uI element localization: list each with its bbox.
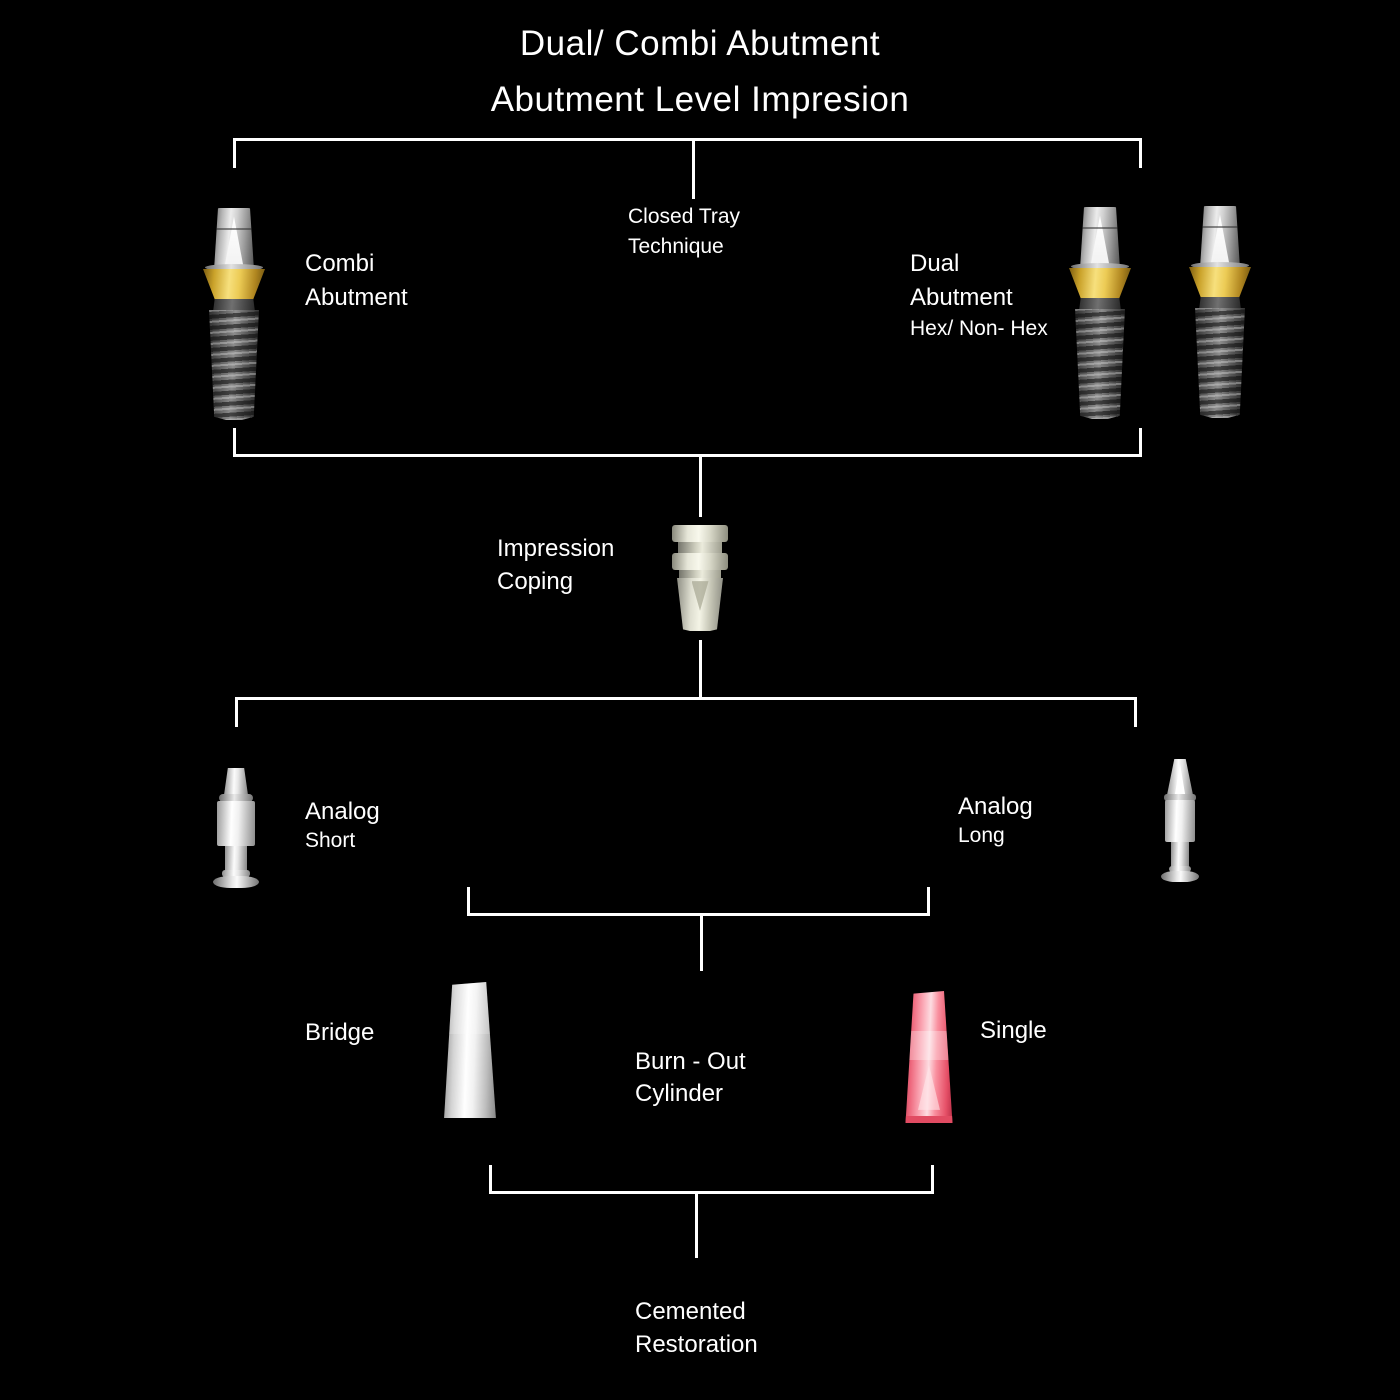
bridge-burn-out-cylinder-icon bbox=[444, 982, 496, 1118]
connector-cylinder-bracket-horizontal bbox=[467, 913, 930, 916]
connector-mid-bracket-horizontal bbox=[233, 454, 1142, 457]
analog-cap bbox=[224, 768, 248, 795]
connector-cylinder-bracket-center-drop bbox=[700, 916, 703, 971]
analog-long-label-line2: Long bbox=[958, 824, 1005, 847]
single-burn-out-cylinder-icon bbox=[905, 991, 953, 1123]
connector-bottom-bracket-center-drop bbox=[695, 1194, 698, 1258]
coping-groove bbox=[679, 570, 721, 578]
burn-out-cylinder-label: Burn - Out Cylinder bbox=[635, 1046, 746, 1110]
connector-top-bracket-center-drop bbox=[692, 141, 695, 199]
analog-base-flange bbox=[1161, 871, 1199, 882]
connector-mid-bracket-right-stub bbox=[1139, 428, 1142, 457]
closed-tray-label-line2: Technique bbox=[628, 235, 724, 258]
impression-coping-label: Impression Coping bbox=[497, 532, 614, 598]
dual-abutment-label-line3: Hex/ Non- Hex bbox=[910, 317, 1048, 340]
analog-base-flange bbox=[213, 876, 259, 888]
cylinder-highlight-band bbox=[905, 1030, 953, 1060]
implant-cone bbox=[214, 208, 254, 270]
analog-long-icon bbox=[1161, 759, 1199, 891]
coping-second-flange bbox=[672, 553, 728, 570]
combi-abutment-implant-icon bbox=[203, 208, 265, 420]
analog-body bbox=[217, 801, 255, 846]
analog-collar bbox=[1169, 866, 1191, 872]
analog-cone bbox=[1167, 759, 1193, 795]
cemented-restoration-label-line1: Cemented bbox=[635, 1298, 746, 1325]
implant-cone bbox=[1200, 206, 1240, 268]
connector-analog-bracket-right-stub bbox=[1134, 697, 1137, 727]
cemented-restoration-label: Cemented Restoration bbox=[635, 1295, 758, 1361]
connector-coping-drop bbox=[699, 640, 702, 698]
connector-analog-bracket-left-stub bbox=[235, 697, 238, 727]
connector-bottom-bracket-left-stub bbox=[489, 1165, 492, 1194]
analog-stem bbox=[1171, 842, 1189, 868]
connector-top-bracket-left-stub bbox=[233, 138, 236, 168]
page-title-line-2: Abutment Level Impresion bbox=[490, 80, 910, 119]
implant-threaded-body bbox=[1075, 309, 1125, 419]
connector-top-bracket-right-stub bbox=[1139, 138, 1142, 168]
analog-short-label-line1: Analog bbox=[305, 798, 380, 825]
combi-abutment-label: Combi Abutment bbox=[305, 247, 408, 315]
impression-coping-label-line1: Impression bbox=[497, 535, 615, 562]
analog-ring bbox=[1164, 794, 1196, 801]
analog-long-label: Analog Long bbox=[958, 791, 1033, 850]
implant-gold-collar bbox=[1069, 268, 1131, 300]
burn-out-cylinder-label-line1: Burn - Out bbox=[635, 1048, 746, 1075]
closed-tray-label-line1: Closed Tray bbox=[628, 205, 741, 228]
implant-neck bbox=[1199, 297, 1241, 310]
cylinder-triangle-detail bbox=[918, 1064, 940, 1110]
implant-threaded-body bbox=[1195, 308, 1245, 418]
impression-coping-label-line2: Coping bbox=[497, 568, 574, 595]
implant-rim bbox=[1191, 262, 1249, 269]
connector-mid-bracket-left-stub bbox=[233, 428, 236, 457]
implant-gold-collar bbox=[1189, 267, 1251, 299]
implant-gold-collar bbox=[203, 269, 265, 301]
single-label: Single bbox=[980, 1014, 1047, 1047]
coping-groove bbox=[678, 542, 722, 553]
page-title-line-1: Dual/ Combi Abutment bbox=[519, 24, 881, 63]
connector-top-bracket-horizontal bbox=[233, 138, 1142, 141]
dual-abutment-label-line1: Dual bbox=[910, 250, 960, 277]
connector-cylinder-bracket-right-stub bbox=[927, 887, 930, 916]
connector-analog-bracket-horizontal bbox=[235, 697, 1137, 700]
analog-long-label-line1: Analog bbox=[958, 793, 1033, 820]
bridge-label-text: Bridge bbox=[305, 1019, 375, 1046]
connector-mid-bracket-center-drop bbox=[699, 457, 702, 517]
analog-stem bbox=[225, 846, 247, 871]
connector-bottom-bracket-horizontal bbox=[489, 1191, 934, 1194]
coping-tapered-body bbox=[677, 578, 723, 631]
dual-abutment-implant-icon-2 bbox=[1189, 206, 1251, 418]
analog-collar bbox=[222, 870, 250, 877]
implant-rim bbox=[1071, 263, 1129, 270]
burn-out-cylinder-label-line2: Cylinder bbox=[635, 1080, 724, 1107]
implant-rim bbox=[205, 264, 263, 271]
analog-short-label-line2: Short bbox=[305, 829, 356, 852]
dual-abutment-label: Dual Abutment Hex/ Non- Hex bbox=[910, 247, 1048, 343]
cylinder-base-rim bbox=[905, 1116, 953, 1123]
analog-short-label: Analog Short bbox=[305, 796, 380, 855]
closed-tray-technique-label: Closed Tray Technique bbox=[628, 202, 740, 262]
analog-body bbox=[1165, 800, 1195, 842]
single-label-text: Single bbox=[980, 1017, 1047, 1044]
coping-top-flange bbox=[672, 525, 728, 542]
implant-cone bbox=[1080, 207, 1120, 269]
cemented-restoration-label-line2: Restoration bbox=[635, 1331, 758, 1358]
implant-neck bbox=[213, 299, 255, 312]
bridge-label: Bridge bbox=[305, 1016, 374, 1049]
implant-threaded-body bbox=[209, 310, 259, 420]
connector-cylinder-bracket-left-stub bbox=[467, 887, 470, 916]
combi-abutment-label-line1: Combi bbox=[305, 250, 375, 277]
analog-ring bbox=[219, 794, 253, 802]
analog-short-icon bbox=[213, 768, 259, 888]
impression-coping-icon bbox=[671, 523, 729, 631]
implant-neck bbox=[1079, 298, 1121, 311]
combi-abutment-label-line2: Abutment bbox=[305, 284, 408, 311]
connector-bottom-bracket-right-stub bbox=[931, 1165, 934, 1194]
dual-abutment-label-line2: Abutment bbox=[910, 284, 1013, 311]
dual-abutment-implant-icon-1 bbox=[1069, 207, 1131, 419]
